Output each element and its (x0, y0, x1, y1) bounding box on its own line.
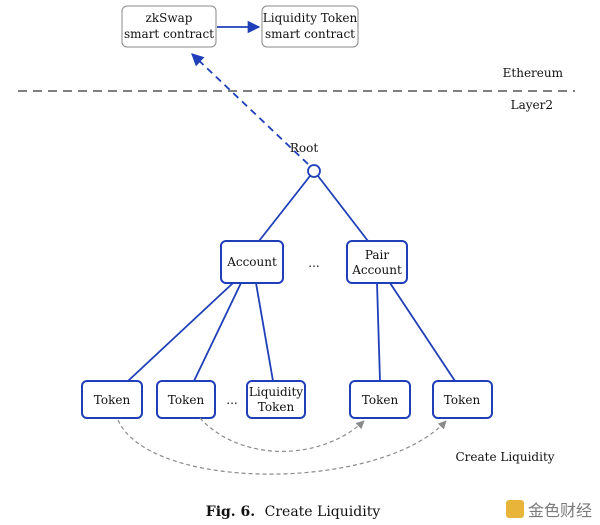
token-node-4: Token (432, 380, 493, 419)
create-liquidity-annotation: Create Liquidity (455, 450, 554, 464)
zkswap-contract-box: zkSwap smart contract (121, 5, 217, 48)
watermark-text: 金色财经 (527, 501, 592, 520)
ethereum-label: Ethereum (503, 66, 564, 80)
token-ellipsis: ... (226, 393, 237, 407)
token-2-label: Token (168, 393, 205, 407)
token-1-label: Token (94, 393, 131, 407)
edge-account-token1 (127, 282, 234, 382)
token-node-3: Token (349, 380, 411, 419)
layer2-label: Layer2 (511, 98, 553, 112)
liquidity-token-node: Liquidity Token (246, 380, 306, 419)
watermark-logo-icon (505, 500, 524, 518)
root-label: Root (290, 141, 318, 155)
liquidity-token-contract-line2: smart contract (265, 27, 355, 41)
liquidity-curve-to-token3 (199, 417, 365, 452)
liquidity-token-line2: Token (258, 400, 295, 414)
root-to-zkswap-dashed-arrow (191, 53, 309, 165)
edge-root-pair-account (317, 175, 369, 242)
token-3-label: Token (362, 393, 399, 407)
caption-text: Create Liquidity (265, 504, 381, 520)
liquidity-token-line1: Liquidity (249, 385, 303, 399)
edge-account-liquidity-token (255, 282, 274, 382)
liquidity-token-contract-box: Liquidity Token smart contract (261, 5, 359, 48)
token-node-2: Token (156, 380, 216, 419)
token-node-1: Token (81, 380, 143, 419)
edge-pair-token1 (376, 282, 381, 382)
pair-account-node: Pair Account (346, 240, 408, 284)
caption-label: Fig. 6. (206, 504, 255, 520)
liquidity-token-contract-line1: Liquidity Token (263, 11, 358, 25)
zkswap-label-line1: zkSwap (146, 11, 193, 25)
mid-ellipsis: ... (308, 256, 319, 270)
liquidity-curve-to-token4 (117, 419, 447, 475)
account-node: Account (220, 240, 284, 284)
edge-pair-token2 (389, 282, 456, 382)
edge-account-token2 (193, 282, 242, 382)
figure-caption: Fig. 6. Create Liquidity (206, 504, 381, 520)
root-node (307, 164, 321, 178)
token-4-label: Token (444, 393, 481, 407)
watermark: 金色财经 (505, 497, 592, 521)
account-label: Account (226, 255, 277, 269)
zkswap-label-line2: smart contract (124, 27, 214, 41)
pair-account-line2: Account (351, 263, 402, 277)
edge-root-account (258, 175, 311, 242)
pair-account-line1: Pair (365, 248, 390, 262)
